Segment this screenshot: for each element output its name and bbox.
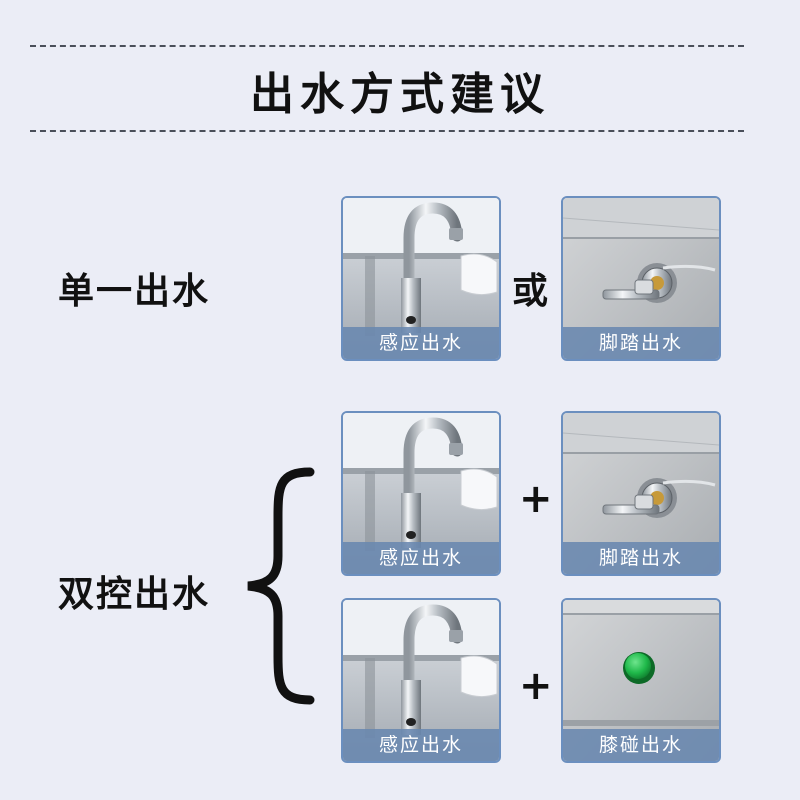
operator-or: 或	[512, 271, 549, 312]
sensor-faucet-card: 感应出水	[341, 598, 501, 763]
title-dashed-divider	[30, 130, 744, 132]
top-dashed-divider	[30, 45, 744, 47]
brace-icon	[247, 467, 315, 705]
row-label-dual: 双控出水	[58, 574, 211, 615]
row-label-single: 单一出水	[58, 271, 211, 312]
card-caption: 膝碰出水	[563, 729, 719, 761]
sensor-faucet-card: 感应出水	[341, 411, 501, 576]
foot-pedal-card: 脚踏出水	[561, 411, 721, 576]
card-caption: 脚踏出水	[563, 327, 719, 359]
page-title: 出水方式建议	[250, 69, 550, 120]
operator-plus: +	[519, 663, 553, 709]
foot-pedal-card: 脚踏出水	[561, 196, 721, 361]
card-caption: 感应出水	[343, 729, 499, 761]
card-caption: 感应出水	[343, 542, 499, 574]
operator-plus: +	[519, 476, 553, 522]
card-caption: 脚踏出水	[563, 542, 719, 574]
knee-button-card: 膝碰出水	[561, 598, 721, 763]
card-caption: 感应出水	[343, 327, 499, 359]
sensor-faucet-card: 感应出水	[341, 196, 501, 361]
